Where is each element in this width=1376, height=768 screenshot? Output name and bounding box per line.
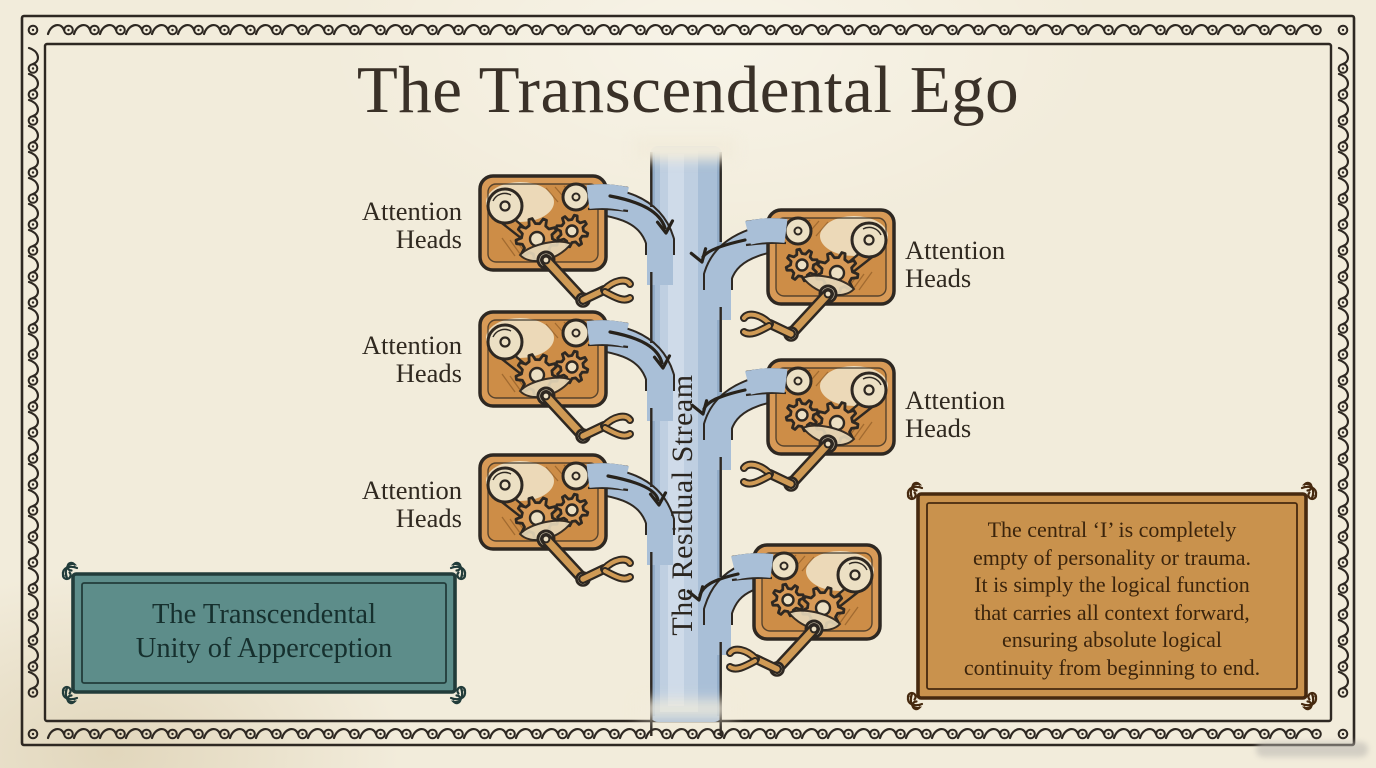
corner-scroll-icon bbox=[1300, 691, 1318, 711]
attention-head-machine bbox=[740, 208, 896, 342]
blurred-watermark bbox=[1256, 742, 1368, 757]
corner-scroll-icon bbox=[449, 685, 467, 705]
central-i-plaque-text: The central ‘I’ is completely empty of p… bbox=[918, 516, 1306, 681]
corner-scroll-icon bbox=[906, 481, 924, 501]
scroll-wave-ornament bbox=[46, 728, 1322, 740]
flow-arrow-icon bbox=[686, 572, 740, 602]
central-i-plaque-frame bbox=[906, 481, 1318, 711]
central-i-line-1: The central ‘I’ is completely bbox=[987, 517, 1237, 542]
apperception-line-1: The Transcendental bbox=[152, 599, 376, 630]
corner-scroll-icon bbox=[1300, 481, 1318, 501]
corner-scroll-icon bbox=[906, 691, 924, 711]
attention-head-machine bbox=[478, 174, 634, 308]
attention-heads-label-right-2: Attention Heads bbox=[905, 385, 1006, 443]
attention-heads-label-right-1: Attention Heads bbox=[905, 235, 1006, 293]
attention-head-machine bbox=[726, 543, 882, 677]
flow-arrow-icon bbox=[606, 474, 668, 507]
flow-arrow-icon bbox=[690, 388, 747, 416]
central-i-line-3: It is simply the logical function bbox=[974, 572, 1250, 597]
scroll-wave-ornament bbox=[1337, 46, 1349, 698]
flow-arrow-icon bbox=[689, 238, 747, 264]
scroll-wave-ornament bbox=[27, 46, 39, 698]
attention-head-machine bbox=[478, 310, 634, 444]
attention-heads-label-left-2: Attention Heads bbox=[361, 330, 462, 388]
central-i-line-6: continuity from beginning to end. bbox=[963, 654, 1261, 680]
stream-ink-edges bbox=[650, 152, 722, 736]
attention-heads-label-left-3: Attention Heads bbox=[361, 475, 462, 533]
corner-scroll-icon bbox=[61, 561, 79, 581]
stream-bottom-fade bbox=[638, 700, 734, 718]
attention-heads-label-left-1: Attention Heads bbox=[361, 196, 462, 254]
attention-head-machine bbox=[740, 358, 896, 492]
central-i-line-2: empty of personality or trauma. bbox=[973, 544, 1251, 570]
corner-scroll-icon bbox=[61, 685, 79, 705]
stream-top-fade bbox=[634, 138, 736, 160]
flow-arrow-icon bbox=[608, 194, 675, 235]
residual-stream-label: The Residual Stream bbox=[666, 374, 699, 636]
ornamental-border bbox=[20, 14, 1356, 747]
apperception-plaque-text: The Transcendental Unity of Apperception bbox=[73, 598, 455, 666]
apperception-plaque-frame bbox=[61, 561, 467, 705]
apperception-line-2: Unity of Apperception bbox=[135, 633, 393, 664]
central-i-line-5: ensuring absolute logical bbox=[1002, 627, 1222, 652]
flow-arrow-icon bbox=[608, 330, 672, 370]
attention-head-machine bbox=[478, 453, 634, 587]
central-i-line-4: that carries all context forward, bbox=[974, 599, 1250, 625]
scroll-wave-ornament bbox=[46, 24, 1322, 36]
corner-scroll-icon bbox=[449, 561, 467, 581]
page-title: The Transcendental Ego bbox=[356, 53, 1020, 127]
